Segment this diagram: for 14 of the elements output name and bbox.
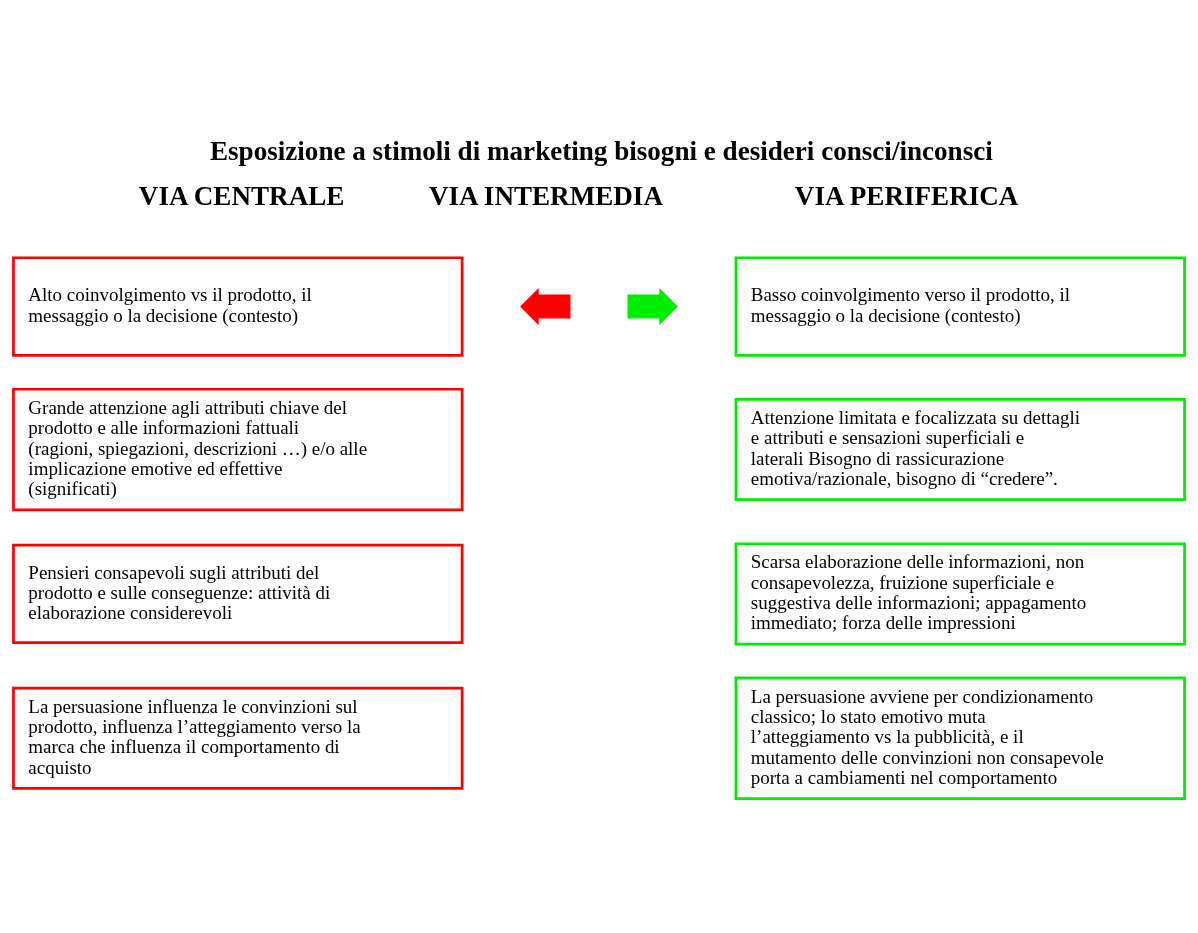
node-box: La persuasione influenza le convinzioni sul prodotto, influenza l’atteggiamento verso la marca che influenza il comportamento di acquisto (12, 686, 464, 790)
node-box: Alto coinvolgimento vs il prodotto, il messaggio o la decisione (contesto) (12, 256, 464, 357)
label: VIA INTERMEDIA (428, 180, 663, 211)
node-box: Attenzione limitata e focalizzata su dettagli e attributi e sensazioni superficiali e laterali Bisogno di rassicurazione emotiva/razionale, bisogno di “credere”. (734, 398, 1186, 502)
node-box: Grande attenzione agli attributi chiave del prodotto e alle informazioni fattuali (ragioni, spiegazioni, descrizioni …) e/o alle implicazione emotive ed effettive (significati) (12, 387, 464, 512)
diagram-title: Esposizione a stimoli di marketing bisogni e desideri consci/inconsci (209, 136, 993, 167)
label: VIA CENTRALE (138, 180, 345, 211)
node-arrow (520, 287, 571, 326)
node-box: Basso coinvolgimento verso il prodotto, il messaggio o la decisione (contesto) (734, 256, 1186, 357)
node-box: Pensieri consapevoli sugli attributi del prodotto e sulle conseguenze: attività di elaborazione considerevoli (12, 543, 464, 645)
node-box: La persuasione avviene per condizionamento classico; lo stato emotivo muta l’atteggiamento vs la pubblicità, e il mutamento delle convinzioni non consapevole porta a cambiamenti nel comportamento (734, 676, 1186, 800)
label: VIA PERIFERICA (794, 180, 1019, 211)
node-arrow (627, 287, 678, 326)
node-box: Scarsa elaborazione delle informazioni, non consapevolezza, fruizione superficiale e suggestiva delle informazioni; appagamento immediato; forza delle impressioni (734, 542, 1186, 646)
